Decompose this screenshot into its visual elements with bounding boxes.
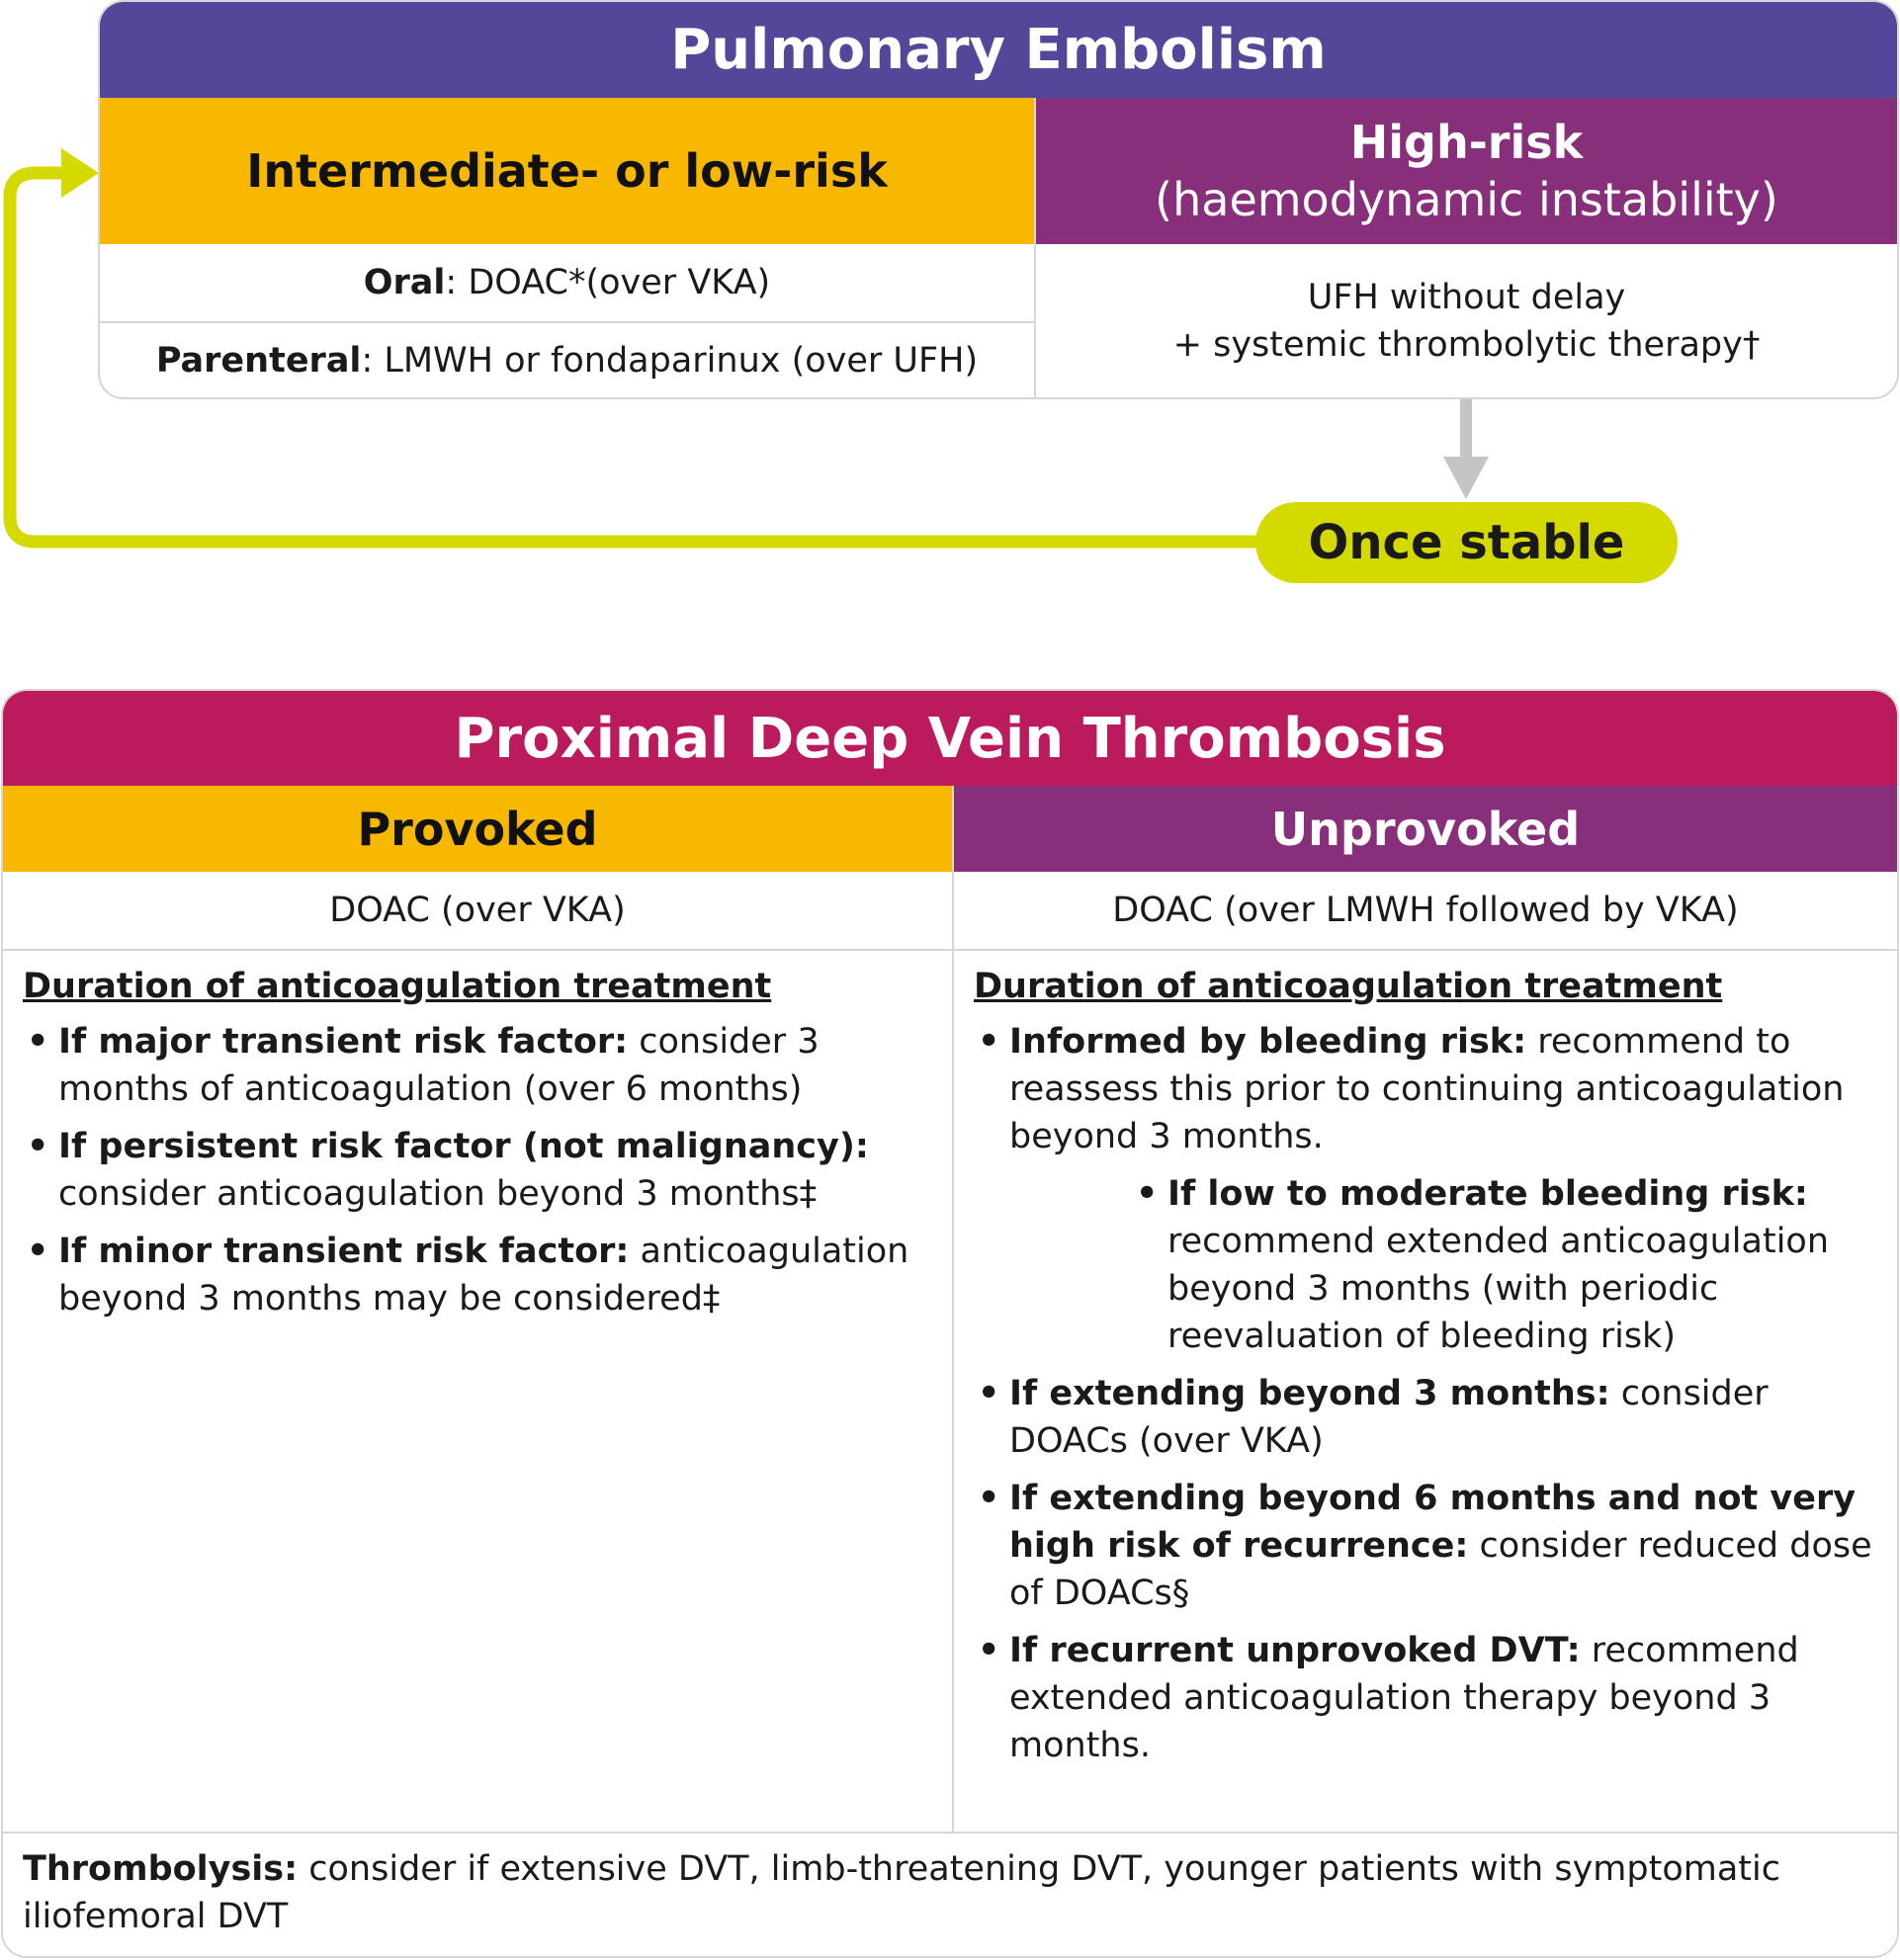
provoked-duration: Duration of anticoagulation treatment If… [3, 949, 952, 1832]
flow-connectors [3, 148, 1489, 549]
list-item: If recurrent unprovoked DVT: recommend e… [974, 1627, 1877, 1769]
unprovoked-heading: Unprovoked [952, 786, 1897, 872]
list-item: If major transient risk factor: consider… [23, 1018, 932, 1113]
provoked-heading: Provoked [3, 786, 952, 872]
return-arrow-head [61, 148, 99, 198]
duration-title: Duration of anticoagulation treatment [23, 967, 772, 1006]
down-arrow-head [1443, 457, 1489, 499]
pe-oral-treatment: Oral: DOAC*(over VKA) [363, 263, 771, 302]
list-item: If persistent risk factor (not malignanc… [23, 1123, 932, 1218]
list-item: If extending beyond 6 months and not ver… [974, 1475, 1877, 1617]
pe-high-risk-heading: High-risk (haemodynamic instability) [1034, 98, 1897, 244]
pe-title: Pulmonary Embolism [100, 2, 1897, 98]
pe-panel: Pulmonary Embolism Intermediate- or low-… [98, 0, 1899, 399]
thrombolysis-note: Thrombolysis: consider if extensive DVT,… [3, 1832, 1897, 1956]
dvt-title: Proximal Deep Vein Thrombosis [3, 691, 1897, 786]
list-item: If minor transient risk factor: anticoag… [23, 1228, 932, 1322]
pe-high-risk-treatment: UFH without delay+ systemic thrombolytic… [1034, 244, 1897, 397]
pe-low-risk-heading: Intermediate- or low-risk [100, 98, 1034, 244]
list-item-sub: If low to moderate bleeding risk: recomm… [1132, 1170, 1877, 1360]
once-stable-pill: Once stable [1255, 502, 1678, 583]
list-item: Informed by bleeding risk: recommend to … [974, 1018, 1877, 1160]
high-risk-label: High-risk [1349, 116, 1584, 169]
dvt-panel: Proximal Deep Vein Thrombosis Provoked U… [1, 689, 1899, 1958]
unprovoked-duration: Duration of anticoagulation treatment In… [954, 949, 1897, 1832]
provoked-treatment: DOAC (over VKA) [329, 891, 626, 930]
high-risk-sublabel: (haemodynamic instability) [1155, 173, 1778, 226]
pe-parenteral-treatment: Parenteral: LMWH or fondaparinux (over U… [100, 321, 1034, 397]
list-item: If extending beyond 3 months: consider D… [974, 1370, 1877, 1465]
unprovoked-treatment: DOAC (over LMWH followed by VKA) [1112, 891, 1739, 930]
down-arrow-line [1460, 398, 1472, 463]
return-arrow-line [3, 166, 1260, 549]
duration-title: Duration of anticoagulation treatment [974, 967, 1723, 1006]
